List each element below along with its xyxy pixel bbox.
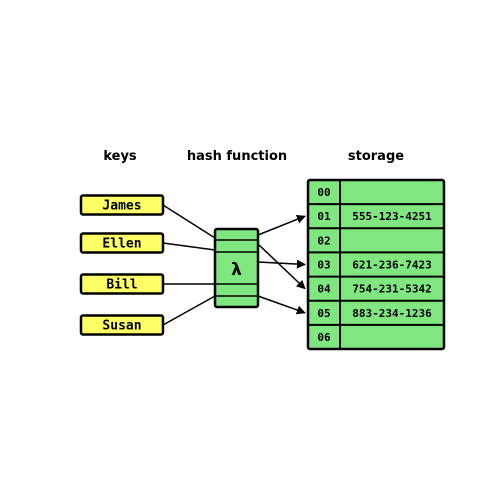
slot-value: 754-231-5342 [352, 283, 431, 296]
mapping-lines [162, 204, 306, 326]
slot-index: 04 [317, 283, 331, 296]
storage-box [306, 178, 446, 351]
mapping-bill [163, 259, 306, 285]
mapping-arrow-out [257, 259, 306, 269]
storage-row-04: 04 754-231-5342 [308, 275, 444, 296]
mapping-arrow-out [257, 215, 306, 236]
storage-row-06: 06 [308, 323, 444, 344]
key-bill: Bill [79, 273, 165, 295]
slot-index: 00 [317, 186, 330, 199]
storage-row-03: 03 621-236-7423 [308, 251, 444, 272]
slot-index: 05 [317, 307, 330, 320]
key-box [79, 273, 165, 295]
key-james: James [79, 194, 165, 216]
slot-value: 555-123-4251 [352, 210, 432, 223]
keys-heading: keys [103, 149, 137, 164]
mapping-line-in [162, 242, 216, 251]
key-label: Ellen [102, 237, 141, 252]
slot-value: 621-236-7423 [352, 259, 431, 272]
storage-table: 00 01 555-123-4251 02 03 621-236-7423 04 754-23… [306, 178, 446, 351]
slot-index: 03 [317, 259, 330, 272]
storage-row-00: 00 [317, 186, 330, 199]
storage-row-02: 02 [308, 227, 444, 247]
slot-index: 06 [317, 331, 331, 344]
slot-index: 01 [317, 210, 331, 223]
key-box [79, 232, 165, 254]
slot-value: 883-234-1236 [352, 307, 432, 320]
hash-function-heading: hash function [187, 149, 287, 164]
key-label: James [102, 199, 141, 214]
storage-row-05: 05 883-234-1236 [308, 299, 444, 320]
lambda-symbol: λ [231, 260, 242, 280]
storage-row-01: 01 555-123-4251 [308, 203, 444, 223]
mapping-line-in [162, 204, 216, 239]
storage-heading: storage [348, 149, 404, 164]
hash-function-box: λ [213, 227, 260, 309]
key-ellen: Ellen [79, 232, 165, 254]
mapping-line-in [162, 295, 216, 326]
mapping-arrow-out [257, 295, 306, 315]
slot-index: 02 [317, 234, 330, 247]
key-box [79, 194, 165, 216]
mapping-susan [162, 295, 306, 326]
key-label: Bill [106, 278, 137, 293]
key-susan: Susan [79, 314, 165, 336]
key-label: Susan [102, 319, 141, 334]
hash-box [213, 227, 260, 309]
key-box [79, 314, 165, 336]
mapping-ellen [162, 215, 306, 251]
mapping-arrow-out [257, 243, 306, 290]
mapping-james [162, 204, 306, 290]
